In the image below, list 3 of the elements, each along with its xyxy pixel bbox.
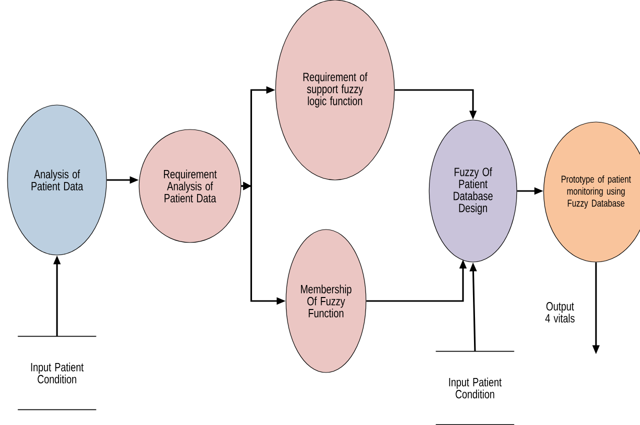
- data-store: Input Patient Condition: [17, 336, 97, 410]
- edge-label: Output 4 vitals: [545, 302, 575, 323]
- data-store: Input Patient Condition: [435, 350, 515, 425]
